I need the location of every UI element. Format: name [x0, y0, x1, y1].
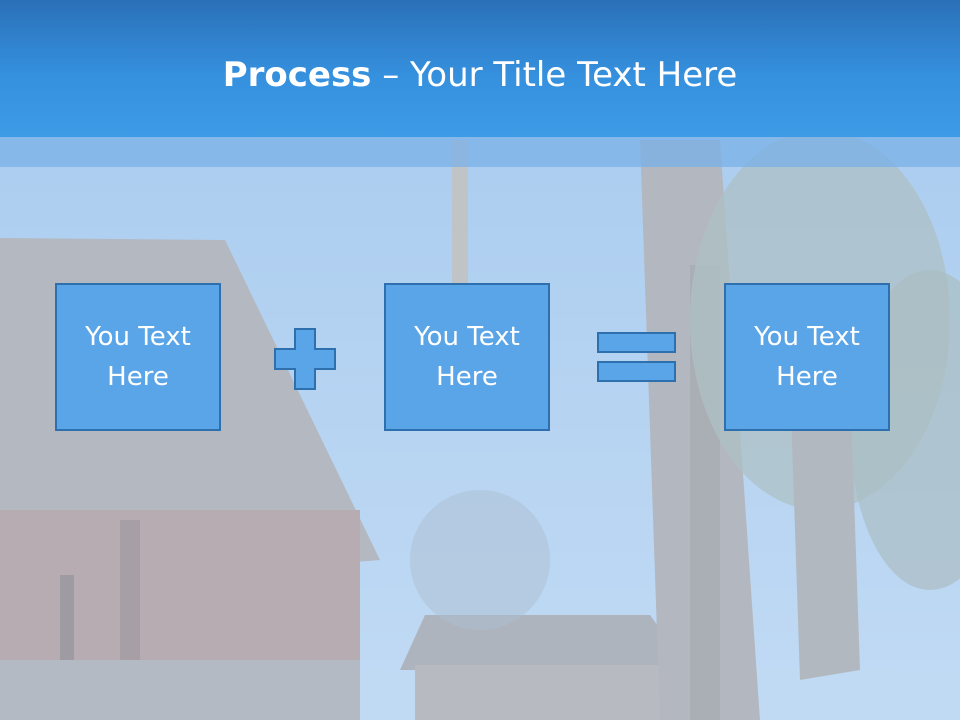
process-box-3-text: You Text Here [742, 317, 872, 397]
title-strip [0, 137, 960, 167]
title-bar [0, 0, 960, 137]
slide-title[interactable]: Process – Your Title Text Here [0, 52, 960, 98]
box-line-2: Here [776, 362, 838, 392]
title-rest: – Your Title Text Here [371, 55, 738, 95]
box-line-1: You Text [754, 322, 860, 352]
equals-icon [597, 332, 677, 384]
box-line-2: Here [107, 362, 169, 392]
process-box-2-text: You Text Here [402, 317, 532, 397]
process-box-1-text: You Text Here [73, 317, 203, 397]
box-line-2: Here [436, 362, 498, 392]
plus-icon [274, 328, 336, 390]
process-box-1[interactable]: You Text Here [55, 283, 221, 431]
process-box-3[interactable]: You Text Here [724, 283, 890, 431]
box-line-1: You Text [414, 322, 520, 352]
process-box-2[interactable]: You Text Here [384, 283, 550, 431]
title-strong: Process [222, 55, 372, 95]
box-line-1: You Text [85, 322, 191, 352]
